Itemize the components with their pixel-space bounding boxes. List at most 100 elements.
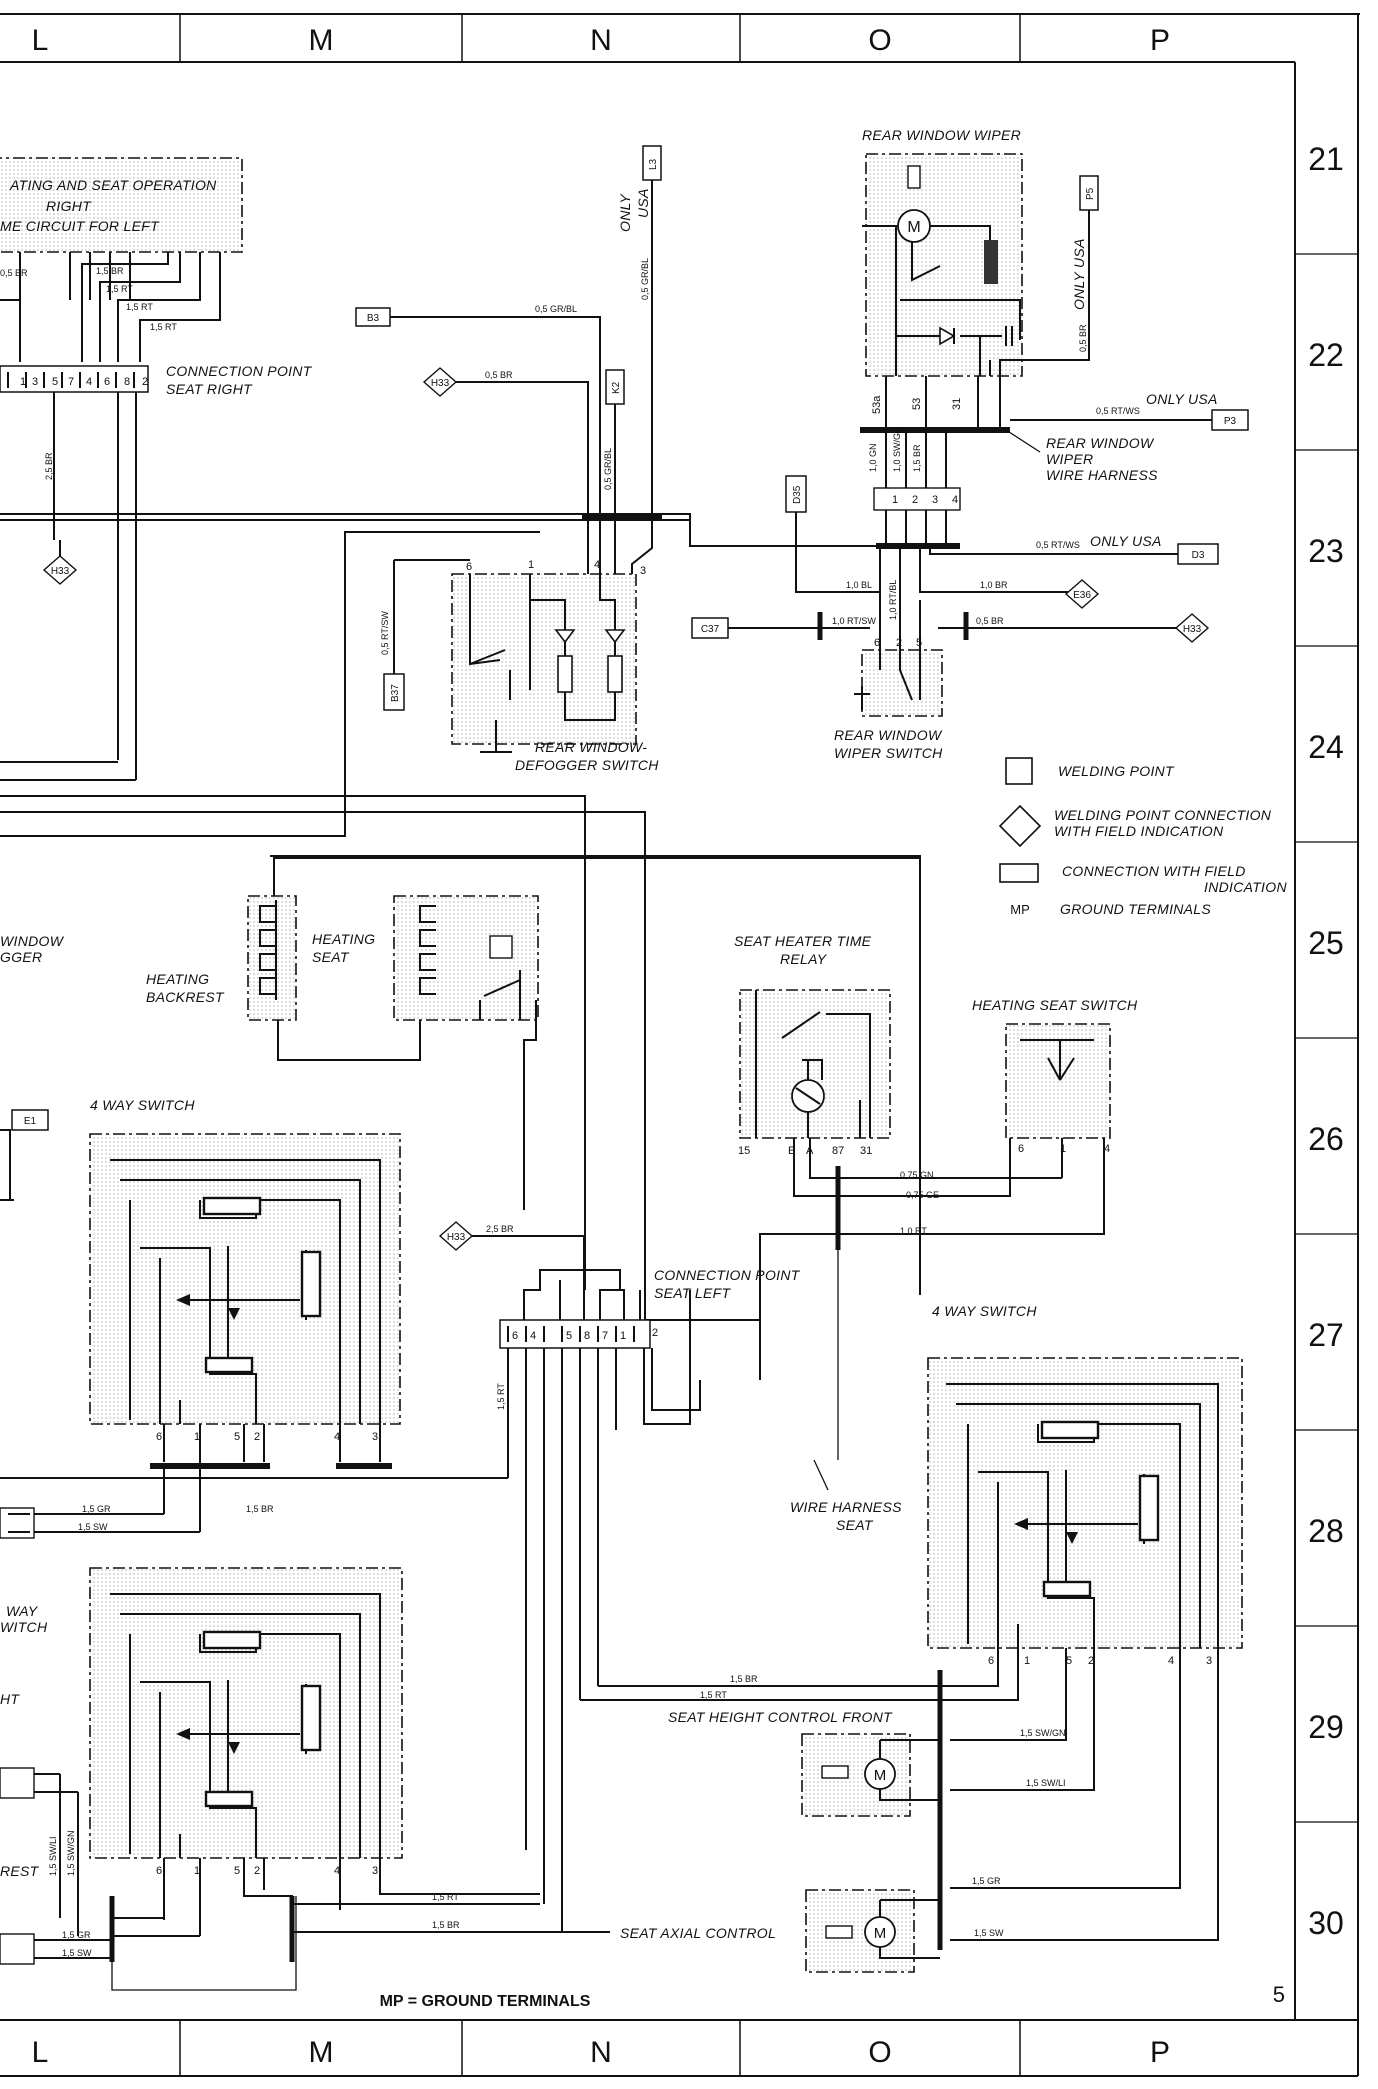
svg-text:1: 1: [194, 1865, 200, 1877]
svg-text:0,5 BR: 0,5 BR: [1078, 324, 1088, 352]
svg-text:USA: USA: [635, 188, 651, 218]
wiper-harness: 0,5 RT/WS ONLY USA P3 REAR WINDOW WIPER …: [860, 391, 1249, 546]
connector-b37: [383, 673, 405, 711]
svg-text:C37: C37: [701, 624, 720, 635]
svg-text:1,5 GR: 1,5 GR: [972, 1876, 1001, 1886]
svg-text:0,75 GE: 0,75 GE: [906, 1190, 939, 1200]
heating-backrest: HEATING BACKREST: [146, 895, 421, 1061]
svg-text:0,5 RT/SW: 0,5 RT/SW: [380, 611, 390, 655]
seat-heater-time-relay: SEAT HEATER TIME RELAY 15 E A 87 31 0,75…: [734, 933, 1062, 1200]
grid-column-labels-bottom: L M N O P: [32, 2036, 1170, 2069]
grid-label: P: [1150, 2036, 1170, 2069]
svg-text:6: 6: [988, 1655, 994, 1667]
grid-label: L: [32, 2036, 49, 2069]
svg-text:1: 1: [892, 494, 898, 506]
svg-text:INDICATION: INDICATION: [1204, 879, 1287, 895]
svg-text:P3: P3: [1224, 416, 1237, 427]
svg-text:REAR WINDOW WIPER: REAR WINDOW WIPER: [862, 127, 1021, 143]
heating-seat-switch: HEATING SEAT SWITCH 6 1 4 1,0 RT: [759, 997, 1138, 1380]
svg-text:HT: HT: [0, 1691, 20, 1707]
seat-heating-operation-box: ATING AND SEAT OPERATION RIGHT ME CIRCUI…: [0, 157, 243, 253]
svg-text:1,5 BR: 1,5 BR: [432, 1920, 460, 1930]
svg-text:H33: H33: [1183, 624, 1202, 635]
svg-text:6: 6: [466, 561, 472, 573]
svg-text:SEAT HEIGHT CONTROL FRONT: SEAT HEIGHT CONTROL FRONT: [668, 1709, 893, 1725]
svg-text:GGER: GGER: [0, 949, 42, 965]
svg-text:3: 3: [32, 376, 38, 388]
svg-text:0,5 BR: 0,5 BR: [976, 616, 1004, 626]
svg-text:WINDOW: WINDOW: [0, 933, 65, 949]
svg-text:87: 87: [832, 1145, 844, 1157]
welding-point-h33: [1174, 613, 1210, 643]
svg-text:3: 3: [640, 565, 646, 577]
svg-text:4: 4: [530, 1330, 536, 1342]
svg-text:WELDING POINT CONNECTION: WELDING POINT CONNECTION: [1054, 807, 1272, 823]
svg-text:1: 1: [20, 376, 26, 388]
row-label: 29: [1308, 1709, 1344, 1745]
row-label: 26: [1308, 1121, 1344, 1157]
legend: WELDING POINT WELDING POINT CONNECTION W…: [998, 757, 1287, 917]
row-label: 21: [1308, 141, 1344, 177]
svg-text:MP: MP: [1010, 902, 1030, 917]
svg-text:DEFOGGER SWITCH: DEFOGGER SWITCH: [515, 757, 659, 773]
svg-text:L3: L3: [648, 158, 659, 170]
svg-text:4 WAY SWITCH: 4 WAY SWITCH: [90, 1097, 195, 1113]
svg-text:HEATING: HEATING: [312, 931, 375, 947]
svg-text:1: 1: [620, 1330, 626, 1342]
svg-text:2,5 BR: 2,5 BR: [44, 452, 54, 480]
svg-text:4: 4: [86, 376, 92, 388]
svg-text:4: 4: [334, 1431, 340, 1443]
svg-text:1,5 GR: 1,5 GR: [82, 1504, 111, 1514]
welding-point-h33: [422, 367, 458, 397]
grid-label: L: [32, 24, 49, 57]
svg-text:WIRE HARNESS: WIRE HARNESS: [1046, 467, 1158, 483]
svg-text:31: 31: [951, 398, 963, 410]
svg-text:ME CIRCUIT FOR LEFT: ME CIRCUIT FOR LEFT: [0, 218, 160, 234]
svg-text:53: 53: [911, 398, 923, 410]
grid-column-labels-top: L M N O P: [32, 24, 1170, 57]
svg-text:1,0 RT/BL: 1,0 RT/BL: [888, 580, 898, 620]
svg-text:ONLY USA: ONLY USA: [1071, 238, 1087, 310]
svg-text:0,5 RT/WS: 0,5 RT/WS: [1096, 406, 1140, 416]
connector-terminals: [7, 372, 135, 388]
svg-text:2,5 BR: 2,5 BR: [486, 1224, 514, 1234]
svg-text:ONLY USA: ONLY USA: [1146, 391, 1218, 407]
svg-text:1: 1: [194, 1431, 200, 1443]
svg-text:REST: REST: [0, 1863, 40, 1879]
svg-text:0,5 GR/BL: 0,5 GR/BL: [535, 304, 577, 314]
defogger-switch-label: REAR WINDOW-: [535, 739, 647, 755]
svg-text:1,5 SW/LI: 1,5 SW/LI: [1026, 1778, 1066, 1788]
svg-text:1,5 RT: 1,5 RT: [106, 284, 133, 294]
left-plug-upper: 1,5 GR 1,5 SW 1,5 BR: [0, 1504, 274, 1539]
svg-text:3: 3: [1206, 1655, 1212, 1667]
svg-text:5: 5: [234, 1865, 240, 1877]
svg-text:K2: K2: [611, 381, 622, 394]
connection-field-symbol: [999, 863, 1039, 883]
svg-text:E36: E36: [1073, 590, 1091, 601]
rear-window-wiper: REAR WINDOW WIPER M 53a 53 31: [862, 127, 1023, 430]
grid-row-labels: 21 22 23 24 25 26 27 28 29 30: [1308, 141, 1344, 1941]
svg-text:M: M: [907, 219, 920, 236]
svg-text:2: 2: [1088, 1655, 1094, 1667]
svg-text:3: 3: [372, 1431, 378, 1443]
svg-text:4: 4: [1104, 1143, 1110, 1155]
seat-right-wiring: 0,5 BR 1,5 BR 1,5 RT 1,5 RT 1,5 RT 1 3 5…: [0, 252, 312, 780]
svg-text:1,5 SW/GN: 1,5 SW/GN: [1020, 1728, 1066, 1738]
svg-text:6: 6: [156, 1431, 162, 1443]
svg-text:1,5 SW: 1,5 SW: [974, 1928, 1004, 1938]
svg-text:1,0 BL: 1,0 BL: [846, 580, 872, 590]
rear-window-defogger-switch: 6 1 4 3 REAR WINDOW- DEFOGGER SWITCH: [451, 559, 659, 773]
svg-text:1,5 BR: 1,5 BR: [730, 1674, 758, 1684]
svg-text:SEAT: SEAT: [836, 1517, 874, 1533]
svg-text:31: 31: [860, 1145, 872, 1157]
grid-label: N: [590, 24, 612, 57]
main-harness-lines: [0, 513, 921, 1295]
connector-p5-feed: P5 ONLY USA 0,5 BR: [999, 175, 1099, 430]
svg-text:1,5 RT: 1,5 RT: [432, 1892, 459, 1902]
svg-text:WITCH: WITCH: [0, 1619, 48, 1635]
svg-text:M: M: [874, 1767, 887, 1784]
wiper-coil: [984, 240, 998, 284]
svg-text:H33: H33: [431, 378, 450, 389]
row-label: 23: [1308, 533, 1344, 569]
